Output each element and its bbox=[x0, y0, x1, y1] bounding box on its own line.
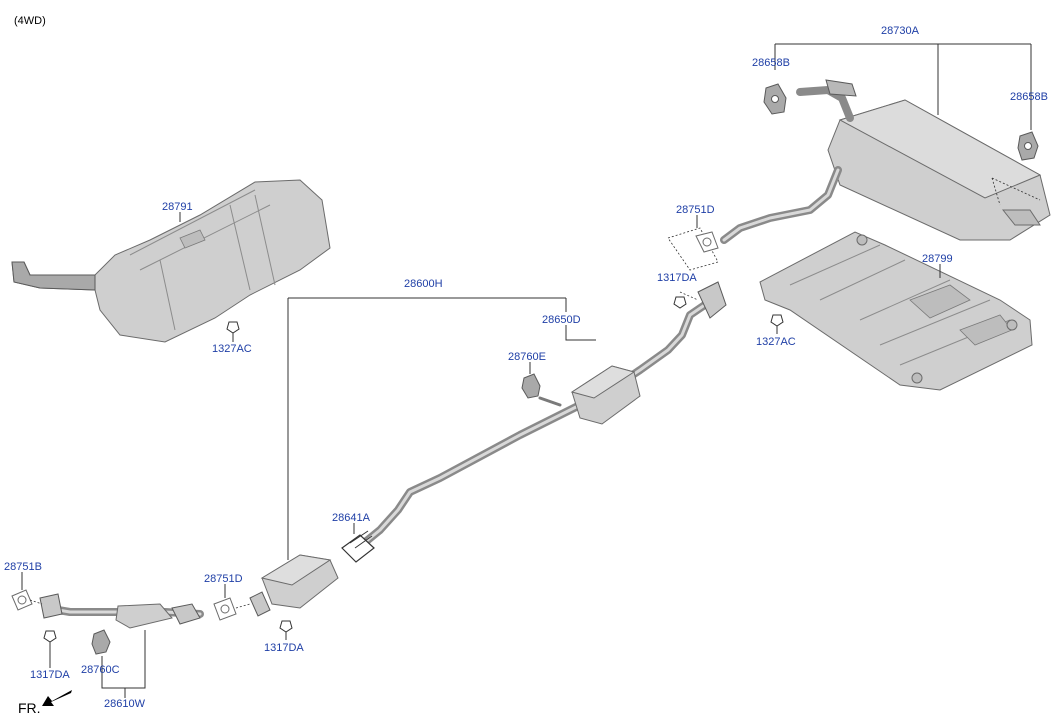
gasket-lower-left bbox=[11, 589, 43, 611]
nut-1317DA-lower-left bbox=[43, 630, 57, 643]
variant-label: (4WD) bbox=[14, 15, 46, 27]
bolt-1327AC-right bbox=[770, 314, 784, 327]
catalytic-converter-illustration bbox=[249, 554, 339, 617]
part-label-28791[interactable]: 28791 bbox=[162, 201, 193, 213]
heat-shield-front-illustration bbox=[11, 179, 331, 343]
bolt-1327AC-left bbox=[226, 321, 240, 334]
part-label-28760E[interactable]: 28760E bbox=[508, 351, 546, 363]
part-label-1317DA-lower-left[interactable]: 1317DA bbox=[30, 669, 70, 681]
leader-lines bbox=[21, 43, 1032, 698]
rubber-hanger-front-illustration bbox=[91, 629, 111, 655]
part-label-28751D-lower[interactable]: 28751D bbox=[204, 573, 243, 585]
heat-shield-rear-illustration bbox=[759, 231, 1033, 391]
nut-1317DA-lower-right bbox=[279, 620, 293, 633]
part-label-28751B[interactable]: 28751B bbox=[4, 561, 42, 573]
part-label-28751D-upper[interactable]: 28751D bbox=[676, 204, 715, 216]
part-label-28799[interactable]: 28799 bbox=[922, 253, 953, 265]
part-label-28650D[interactable]: 28650D bbox=[542, 314, 581, 326]
front-direction-arrow-icon bbox=[42, 690, 72, 706]
part-label-28730A[interactable]: 28730A bbox=[881, 25, 920, 37]
gasket-upper bbox=[667, 227, 719, 271]
part-label-1317DA-upper[interactable]: 1317DA bbox=[657, 272, 697, 284]
center-muffler-pipe-illustration bbox=[354, 281, 727, 552]
front-pipe-illustration bbox=[39, 593, 204, 629]
part-label-28760C[interactable]: 28760C bbox=[81, 664, 120, 676]
part-label-1317DA-lower-right[interactable]: 1317DA bbox=[264, 642, 304, 654]
pipe-clamp-illustration bbox=[341, 530, 375, 563]
rubber-hanger-right-illustration bbox=[1017, 131, 1039, 161]
part-label-28641A[interactable]: 28641A bbox=[332, 512, 371, 524]
rubber-hanger-center-illustration bbox=[521, 373, 541, 399]
nut-1317DA-upper bbox=[673, 296, 687, 309]
part-label-28610W[interactable]: 28610W bbox=[104, 698, 146, 710]
part-label-1327AC-right[interactable]: 1327AC bbox=[756, 336, 796, 348]
part-label-1327AC-left[interactable]: 1327AC bbox=[212, 343, 252, 355]
part-label-28658B-right[interactable]: 28658B bbox=[1010, 91, 1048, 103]
rear-muffler-illustration bbox=[720, 79, 1051, 244]
part-label-28600H[interactable]: 28600H bbox=[404, 278, 443, 290]
front-direction-label: FR. bbox=[18, 700, 41, 716]
rubber-hanger-left-illustration bbox=[763, 83, 787, 115]
part-label-28658B-left[interactable]: 28658B bbox=[752, 57, 790, 69]
gasket-lower-right bbox=[213, 597, 251, 621]
